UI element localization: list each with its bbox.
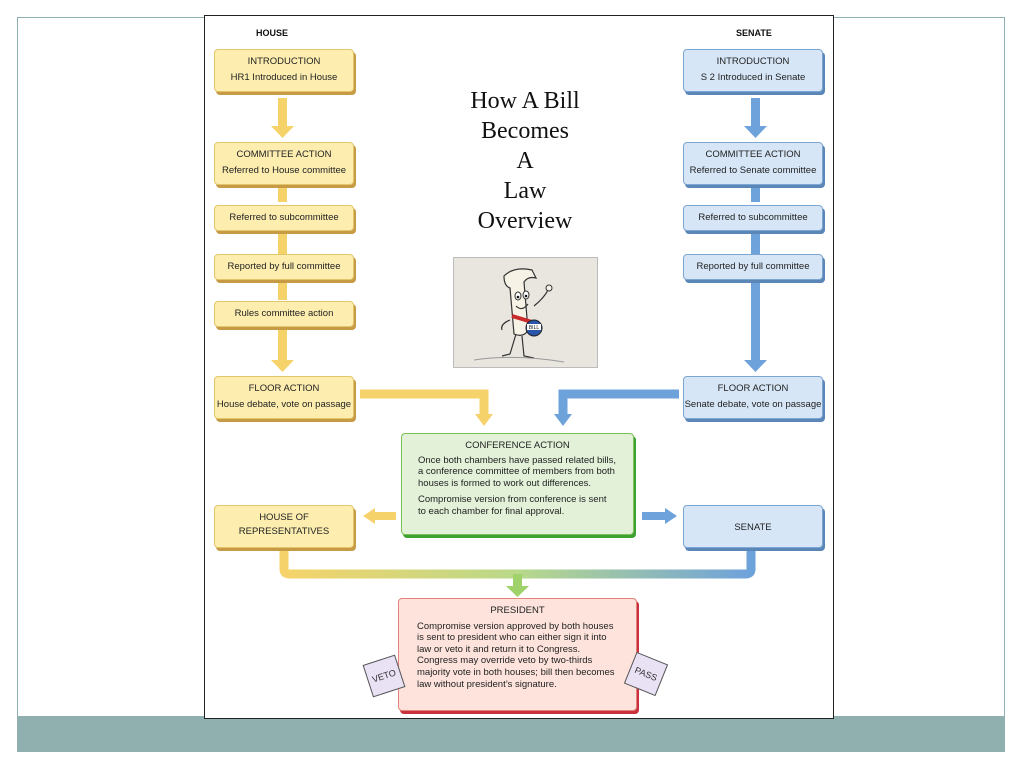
title-line-2: Becomes bbox=[481, 118, 569, 144]
senate-full-committee-box: Reported by full committee bbox=[683, 254, 823, 280]
house-floor-text: House debate, vote on passage bbox=[216, 399, 352, 410]
senate-subcommittee-box: Referred to subcommittee bbox=[683, 205, 823, 231]
title-line-5: Overview bbox=[477, 208, 573, 234]
conference-action-box: CONFERENCE ACTION Once both chambers hav… bbox=[401, 433, 634, 535]
flow-arrows bbox=[271, 98, 767, 597]
senate-committee-box: COMMITTEE ACTION Referred to Senate comm… bbox=[683, 142, 823, 185]
senate-floor-action-box: FLOOR ACTION Senate debate, vote on pass… bbox=[683, 376, 823, 419]
senate-committee-title: COMMITTEE ACTION bbox=[705, 149, 801, 160]
president-text: Compromise version approved by both hous… bbox=[417, 620, 615, 690]
bill-cartoon-image: BILL bbox=[453, 257, 598, 368]
title-line-3: A bbox=[516, 148, 534, 174]
bill-badge-label: BILL bbox=[529, 325, 540, 331]
slide-footer-band bbox=[18, 716, 1005, 751]
house-final-line-2: REPRESENTATIVES bbox=[238, 526, 330, 537]
senate-intro-title: INTRODUCTION bbox=[716, 56, 790, 67]
slide-title: How A Bill Becomes A Law Overview bbox=[450, 86, 600, 236]
house-of-representatives-box: HOUSE OF REPRESENTATIVES bbox=[214, 505, 354, 548]
house-committee-box: COMMITTEE ACTION Referred to House commi… bbox=[214, 142, 354, 185]
house-final-line-1: HOUSE OF bbox=[259, 512, 309, 523]
senate-final-box: SENATE bbox=[683, 505, 823, 548]
house-floor-action-box: FLOOR ACTION House debate, vote on passa… bbox=[214, 376, 354, 419]
house-intro-text: HR1 Introduced in House bbox=[230, 72, 338, 83]
president-title: PRESIDENT bbox=[490, 605, 545, 616]
house-committee-title: COMMITTEE ACTION bbox=[236, 149, 332, 160]
senate-floor-text: Senate debate, vote on passage bbox=[684, 399, 822, 410]
house-rules-committee-box: Rules committee action bbox=[214, 301, 354, 327]
house-subcommittee-box: Referred to subcommittee bbox=[214, 205, 354, 231]
house-committee-text: Referred to House committee bbox=[221, 165, 347, 176]
senate-column-heading: SENATE bbox=[736, 28, 772, 38]
senate-introduction-box: INTRODUCTION S 2 Introduced in Senate bbox=[683, 49, 823, 92]
senate-committee-text: Referred to Senate committee bbox=[689, 165, 817, 176]
title-line-1: How A Bill bbox=[470, 88, 580, 114]
senate-intro-text: S 2 Introduced in Senate bbox=[700, 72, 806, 83]
conference-title: CONFERENCE ACTION bbox=[465, 440, 570, 451]
house-column-heading: HOUSE bbox=[256, 28, 289, 38]
title-line-4: Law bbox=[503, 178, 547, 204]
senate-floor-title: FLOOR ACTION bbox=[717, 383, 789, 394]
house-full-committee-box: Reported by full committee bbox=[214, 254, 354, 280]
conference-text-2: Compromise version from conference is se… bbox=[418, 494, 607, 517]
bill-flowchart: HOUSE SENATE INTRODUCTION HR1 Introduced… bbox=[204, 15, 834, 719]
house-floor-title: FLOOR ACTION bbox=[248, 383, 320, 394]
house-introduction-box: INTRODUCTION HR1 Introduced in House bbox=[214, 49, 354, 92]
house-intro-title: INTRODUCTION bbox=[247, 56, 321, 67]
president-box: PRESIDENT Compromise version approved by… bbox=[398, 598, 637, 711]
conference-text-1: Once both chambers have passed related b… bbox=[418, 454, 617, 489]
